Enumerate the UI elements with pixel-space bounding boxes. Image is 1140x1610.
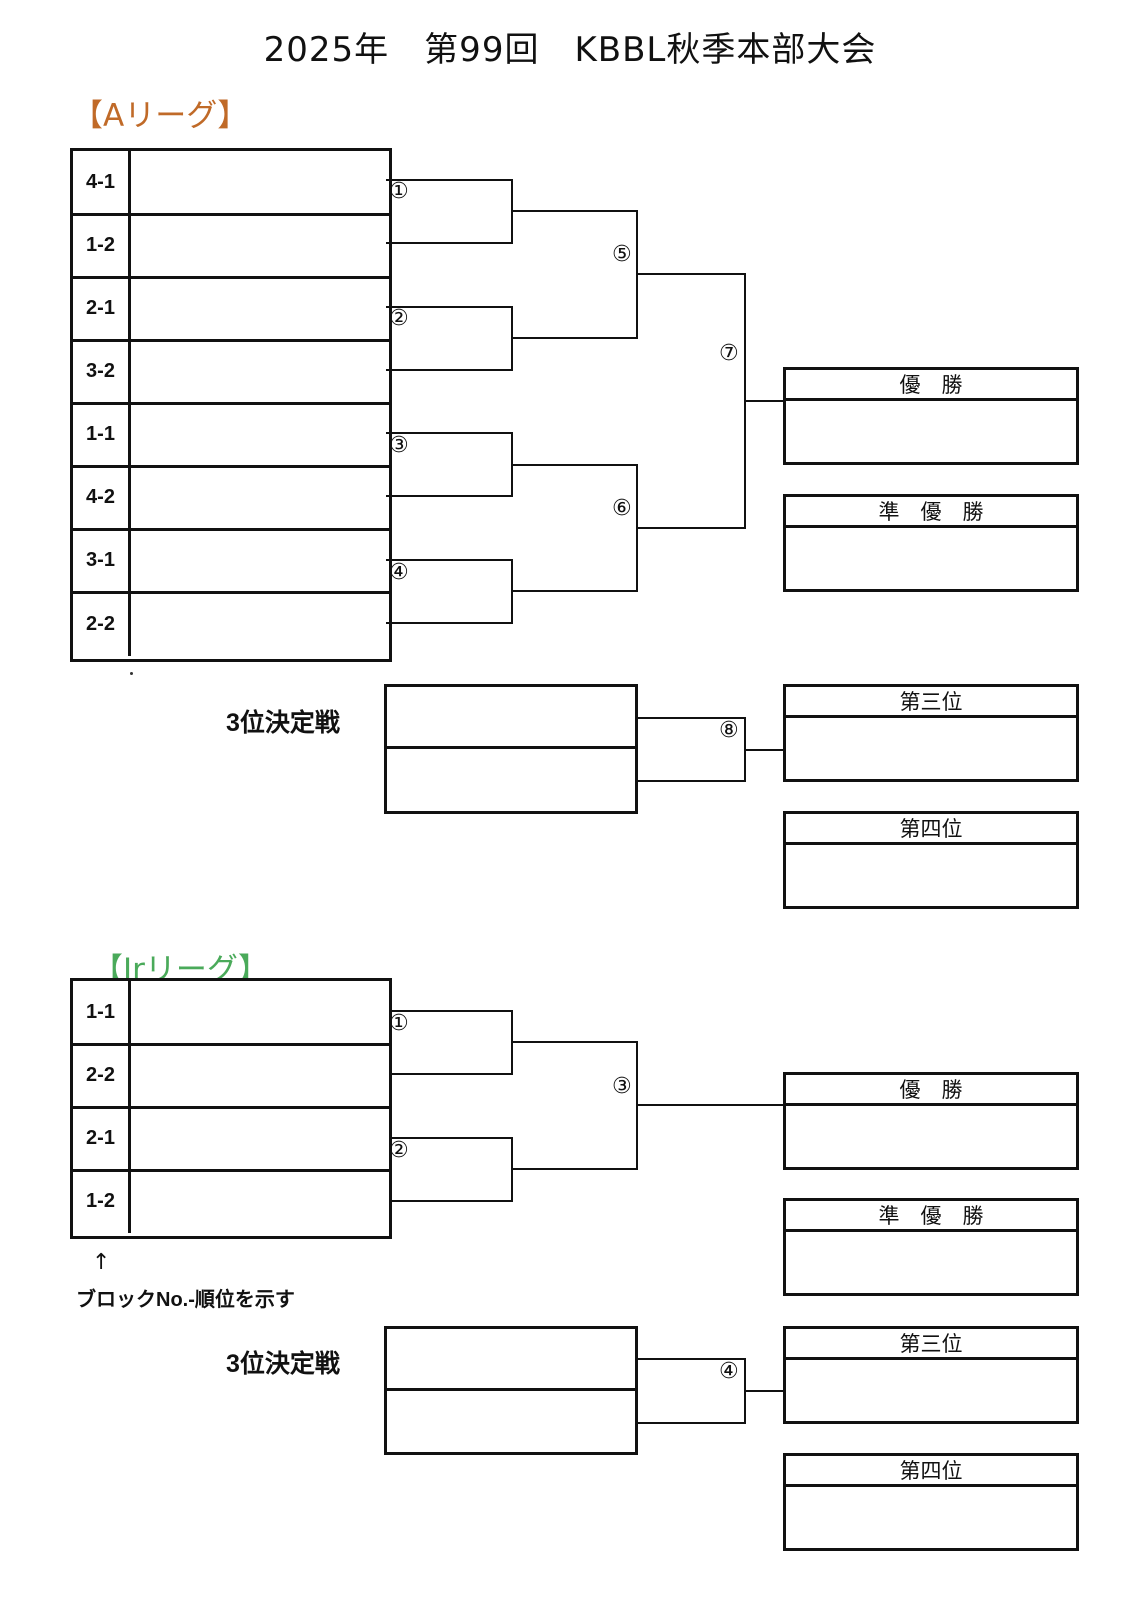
league-jr-seed-table: 1-1 2-2 2-1 1-2 [70,978,392,1239]
jr-match-number-2: ② [389,1138,409,1163]
team-name-cell[interactable] [131,1044,389,1106]
jr-fourth-place-label: 第四位 [786,1456,1076,1487]
playoff-team-cell[interactable] [387,1329,635,1391]
bracket-line-match-7 [637,273,746,529]
fourth-place-name-cell[interactable] [786,845,1076,906]
third-place-playoff-label: 3位決定戦 [226,709,340,737]
seed-row: 1-2 [73,1170,389,1233]
seed-row: 3-2 [73,340,389,405]
league-a-heading: 【Aリーグ】 [72,98,249,134]
seed-row: 4-2 [73,466,389,531]
seed-row: 3-1 [73,529,389,594]
third-place-label: 第三位 [786,687,1076,718]
bracket-line-match-6 [512,464,638,592]
match-number-4: ④ [389,560,409,585]
seed-label: 1-1 [73,981,131,1043]
seed-row: 2-2 [73,1044,389,1109]
seed-label: 1-2 [73,1170,131,1233]
seed-legend-note: ブロックNo.-順位を示す [76,1289,295,1311]
jr-match-number-1: ① [389,1011,409,1036]
league-a-seed-table: 4-1 1-2 2-1 3-2 1-1 4-2 3-1 2-2 [70,148,392,662]
jr-third-place-label: 第三位 [786,1329,1076,1360]
runner-up-name-cell[interactable] [786,528,1076,589]
jr-third-place-playoff-label: 3位決定戦 [226,1350,340,1378]
seed-row: 2-2 [73,592,389,656]
playoff-team-cell[interactable] [387,687,635,749]
playoff-team-cell[interactable] [387,1391,635,1452]
jr-fourth-place-box: 第四位 [783,1453,1079,1551]
seed-row: 1-1 [73,403,389,468]
match-number-1: ① [389,179,409,204]
seed-row: 1-2 [73,214,389,279]
seed-label: 2-2 [73,592,131,656]
team-name-cell[interactable] [131,1107,389,1169]
jr-third-place-box: 第三位 [783,1326,1079,1424]
jr-champion-name-cell[interactable] [786,1106,1076,1167]
bracket-line-match-5 [512,210,638,339]
match-number-6: ⑥ [612,496,632,521]
seed-label: 4-2 [73,466,131,528]
jr-runner-up-box: 準 優 勝 [783,1198,1079,1296]
jr-bracket-line-match-3 [512,1041,638,1170]
match-number-3: ③ [389,433,409,458]
team-name-cell[interactable] [131,981,389,1043]
jr-match-number-3: ③ [612,1074,632,1099]
jr-third-place-playoff-table [384,1326,638,1455]
runner-up-label: 準 優 勝 [786,497,1076,528]
fourth-place-label: 第四位 [786,814,1076,845]
page-title: 2025年 第99回 KBBL秋季本部大会 [263,30,877,70]
champion-box: 優 勝 [783,367,1079,465]
third-place-playoff-table [384,684,638,814]
seed-row: 2-1 [73,277,389,342]
jr-champion-box: 優 勝 [783,1072,1079,1170]
seed-label: 1-2 [73,214,131,276]
seed-label: 4-1 [73,151,131,213]
seed-label: 3-1 [73,529,131,591]
seed-row: 4-1 [73,151,389,216]
match-number-7: ⑦ [719,341,739,366]
jr-champion-label: 優 勝 [786,1075,1076,1106]
seed-label: 3-2 [73,340,131,402]
jr-third-place-name-cell[interactable] [786,1360,1076,1421]
seed-row: 1-1 [73,981,389,1046]
runner-up-box: 準 優 勝 [783,494,1079,592]
champion-label: 優 勝 [786,370,1076,401]
third-place-name-cell[interactable] [786,718,1076,779]
match-number-5: ⑤ [612,242,632,267]
jr-match-number-4: ④ [719,1359,739,1384]
seed-label: 1-1 [73,403,131,465]
third-place-box: 第三位 [783,684,1079,782]
seed-label: 2-2 [73,1044,131,1106]
team-name-cell[interactable] [131,1170,389,1233]
jr-runner-up-name-cell[interactable] [786,1232,1076,1293]
jr-runner-up-label: 準 優 勝 [786,1201,1076,1232]
stray-dot [130,672,133,675]
fourth-place-box: 第四位 [783,811,1079,909]
match-number-2: ② [389,306,409,331]
seed-row: 2-1 [73,1107,389,1172]
playoff-team-cell[interactable] [387,749,635,811]
seed-label: 2-1 [73,277,131,339]
jr-fourth-place-name-cell[interactable] [786,1487,1076,1548]
champion-name-cell[interactable] [786,401,1076,462]
match-number-8: ⑧ [719,718,739,743]
up-arrow-icon: ↑ [92,1250,111,1275]
seed-label: 2-1 [73,1107,131,1169]
